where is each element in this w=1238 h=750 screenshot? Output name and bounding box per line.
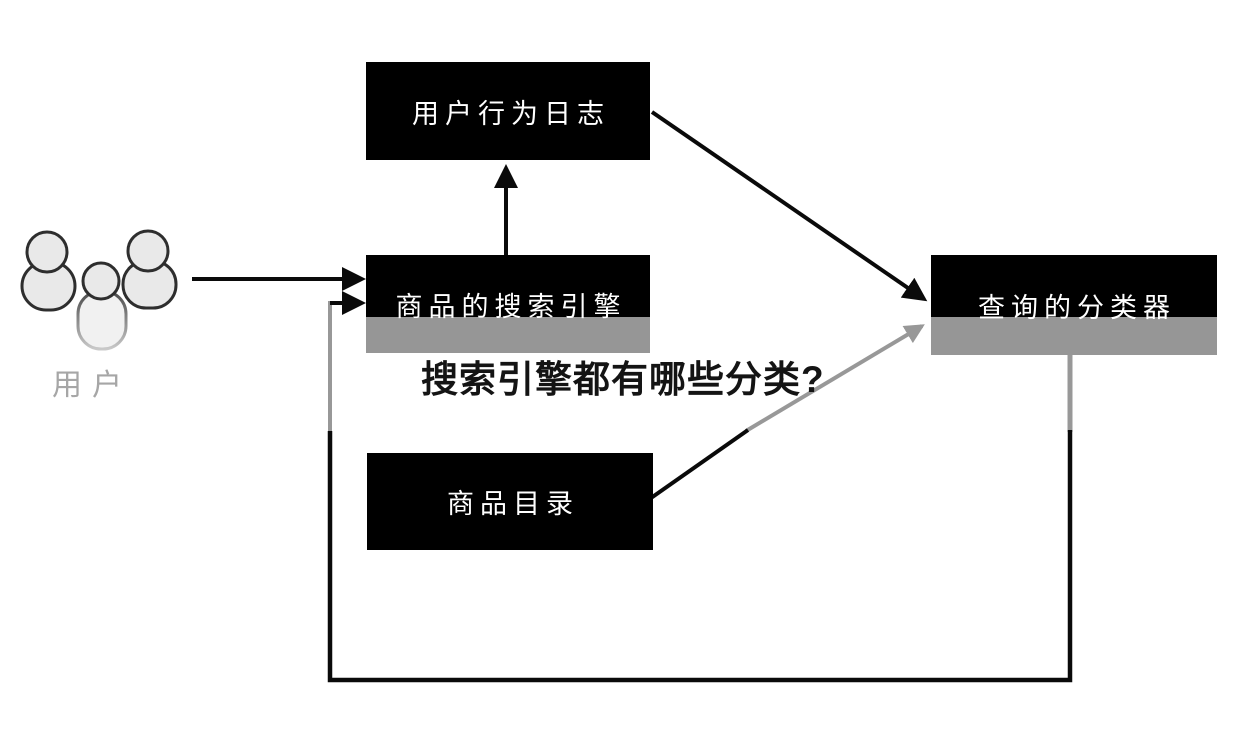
edge-log-to-classifier [650,110,928,302]
edge-catalog-to-classifier-gray [744,324,925,433]
person-right-icon [121,229,178,310]
node-product-search-engine-label: 商品的搜索引擎 [395,291,627,323]
users-icon [20,229,178,351]
edge-catalog-to-classifier-black [649,428,750,500]
watermark-band-right [931,317,1217,355]
node-product-search-engine: 商品的搜索引擎 [366,255,650,353]
person-center-icon [76,261,128,351]
node-product-catalog-label: 商品目录 [447,489,579,520]
actor-label: 用户 [52,368,132,403]
node-product-catalog: 商品目录 [367,453,653,550]
watermark-title: 搜索引擎都有哪些分类? [421,359,825,400]
node-user-behavior-log-label: 用户行为日志 [412,98,610,130]
watermark-band-left [366,317,650,353]
node-query-classifier: 查询的分类器 [931,255,1217,355]
person-left-icon [20,230,77,312]
node-user-behavior-log: 用户行为日志 [366,62,650,160]
edge-feedback-loop [327,430,1073,683]
node-query-classifier-label: 查询的分类器 [978,292,1176,324]
